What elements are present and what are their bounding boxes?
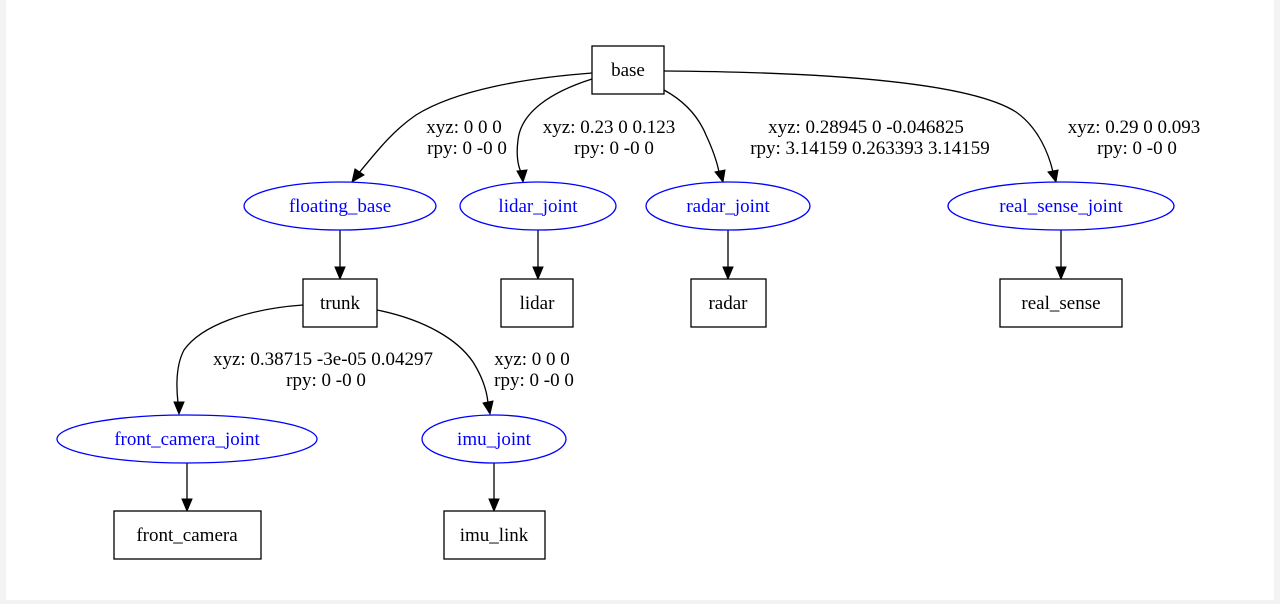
edge-label-rpy: rpy: 0 -0 0 (494, 370, 574, 391)
joint-label: radar_joint (686, 196, 770, 217)
edge-arrow-front-camera (181, 498, 193, 513)
link-node-real-sense[interactable]: real_sense (999, 278, 1123, 328)
edge-label-xyz: xyz: 0.28945 0 -0.046825 (768, 117, 964, 138)
link-label: lidar (520, 293, 555, 314)
link-node-trunk[interactable]: trunk (302, 278, 378, 328)
joint-label: lidar_joint (498, 196, 578, 217)
joint-node-imu-joint[interactable]: imu_joint (421, 414, 567, 464)
joint-node-front-camera-joint[interactable]: front_camera_joint (56, 414, 318, 464)
edge-base-real-sense-joint (663, 70, 1054, 173)
edge-label-xyz: xyz: 0 0 0 (494, 349, 569, 370)
edge-label-rpy: rpy: 0 -0 0 (574, 138, 654, 159)
edge-arrow-lidar (532, 266, 544, 281)
link-label: front_camera (136, 525, 238, 546)
link-node-front-camera[interactable]: front_camera (113, 510, 262, 560)
link-node-imu-link[interactable]: imu_link (443, 510, 546, 560)
edge-label-real-sense-joint: xyz: 0.29 0 0.093 rpy: 0 -0 0 (1068, 117, 1200, 159)
joint-label: real_sense_joint (999, 196, 1123, 217)
edge-label-imu-joint: xyz: 0 0 0 rpy: 0 -0 0 (494, 349, 574, 391)
edge-arrow-real-sense (1055, 266, 1067, 281)
edge-arrow-imu-joint (482, 400, 494, 416)
joint-node-radar-joint[interactable]: radar_joint (645, 181, 811, 231)
edge-arrow-imu-link (488, 498, 500, 513)
edge-label-radar-joint: xyz: 0.28945 0 -0.046825 rpy: 3.14159 0.… (750, 117, 990, 159)
joint-label: floating_base (289, 196, 391, 217)
edge-arrow-radar (722, 266, 734, 281)
joint-node-floating-base[interactable]: floating_base (243, 181, 437, 231)
edge-trunk-front-camera-joint (176, 304, 304, 404)
urdf-tree-graph: xyz: 0 0 0 rpy: 0 -0 0 xyz: 0.23 0 0.123… (56, 45, 1200, 560)
urdf-tree-canvas: xyz: 0 0 0 rpy: 0 -0 0 xyz: 0.23 0 0.123… (6, 0, 1274, 600)
edge-label-front-camera-joint: xyz: 0.38715 -3e-05 0.04297 rpy: 0 -0 0 (213, 349, 433, 391)
edge-arrow-front-camera-joint (173, 401, 185, 416)
edge-label-rpy: rpy: 3.14159 0.263393 3.14159 (750, 138, 990, 159)
link-label: base (611, 60, 645, 81)
edge-arrow-real-sense-joint (1047, 169, 1059, 184)
edge-base-lidar-joint (516, 78, 593, 173)
link-node-radar[interactable]: radar (690, 278, 767, 328)
edge-base-floating-base (357, 72, 593, 175)
link-label: imu_link (460, 525, 529, 546)
edge-label-rpy: rpy: 0 -0 0 (286, 370, 366, 391)
link-label: trunk (320, 293, 361, 314)
link-node-lidar[interactable]: lidar (500, 278, 574, 328)
edge-arrow-lidar-joint (516, 169, 528, 184)
edge-label-xyz: xyz: 0 0 0 (426, 117, 501, 138)
joint-node-lidar-joint[interactable]: lidar_joint (459, 181, 617, 231)
edge-arrow-radar-joint (714, 169, 726, 184)
edge-trunk-imu-joint (376, 309, 489, 404)
edge-arrow-trunk (334, 266, 346, 281)
link-label: real_sense (1021, 293, 1100, 314)
link-node-base[interactable]: base (591, 45, 665, 95)
edge-label-xyz: xyz: 0.38715 -3e-05 0.04297 (213, 349, 433, 370)
edge-label-rpy: rpy: 0 -0 0 (1097, 138, 1177, 159)
edge-label-rpy: rpy: 0 -0 0 (427, 138, 507, 159)
edge-label-xyz: xyz: 0.29 0 0.093 (1068, 117, 1200, 138)
edge-label-lidar-joint: xyz: 0.23 0 0.123 rpy: 0 -0 0 (543, 117, 675, 159)
joint-node-real-sense-joint[interactable]: real_sense_joint (947, 181, 1175, 231)
joint-label: imu_joint (457, 429, 532, 450)
joint-label: front_camera_joint (114, 429, 260, 450)
link-label: radar (708, 293, 748, 314)
edge-base-radar-joint (663, 89, 720, 173)
edge-label-xyz: xyz: 0.23 0 0.123 (543, 117, 675, 138)
edge-arrow-floating-base (351, 168, 365, 184)
edge-label-floating-base: xyz: 0 0 0 rpy: 0 -0 0 (426, 117, 507, 159)
